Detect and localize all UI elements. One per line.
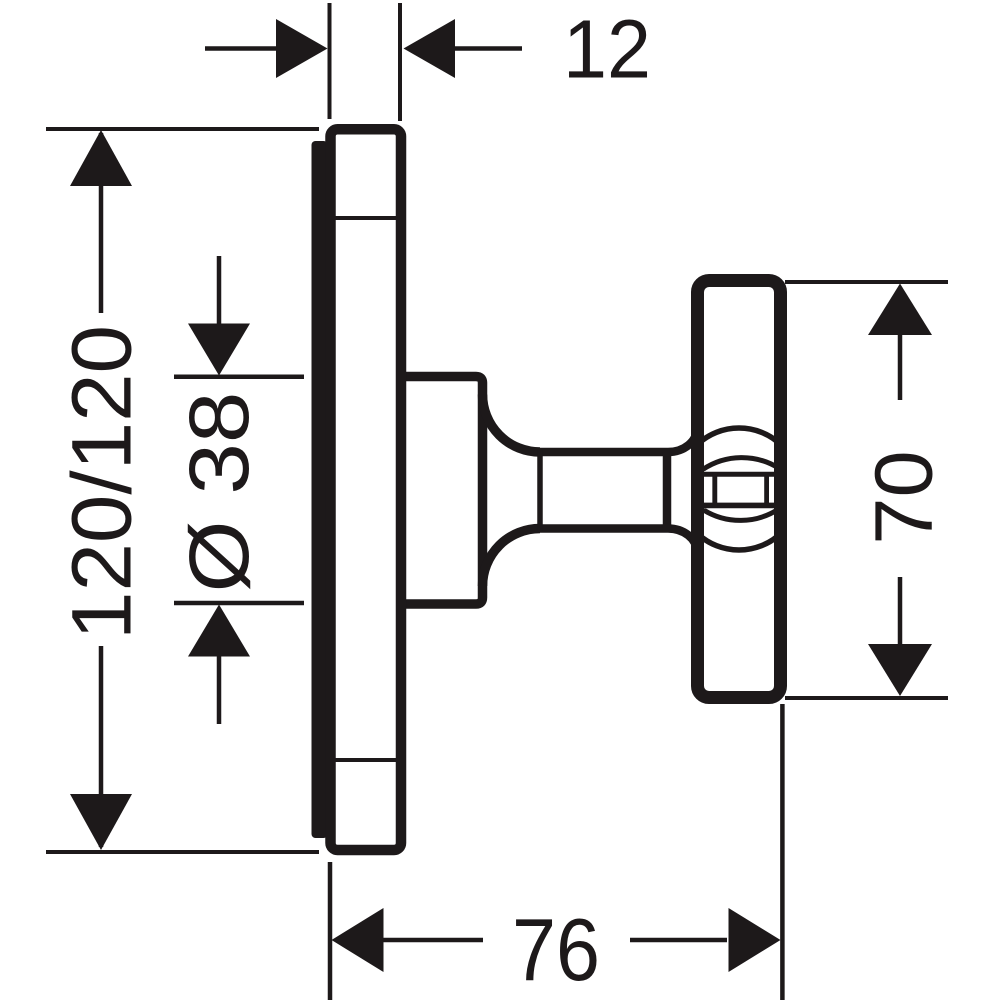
svg-text:70: 70 <box>859 450 950 545</box>
svg-text:120/120: 120/120 <box>55 325 149 640</box>
svg-text:Ø 38: Ø 38 <box>172 392 266 593</box>
svg-text:12: 12 <box>563 3 651 96</box>
svg-text:76: 76 <box>512 900 600 999</box>
